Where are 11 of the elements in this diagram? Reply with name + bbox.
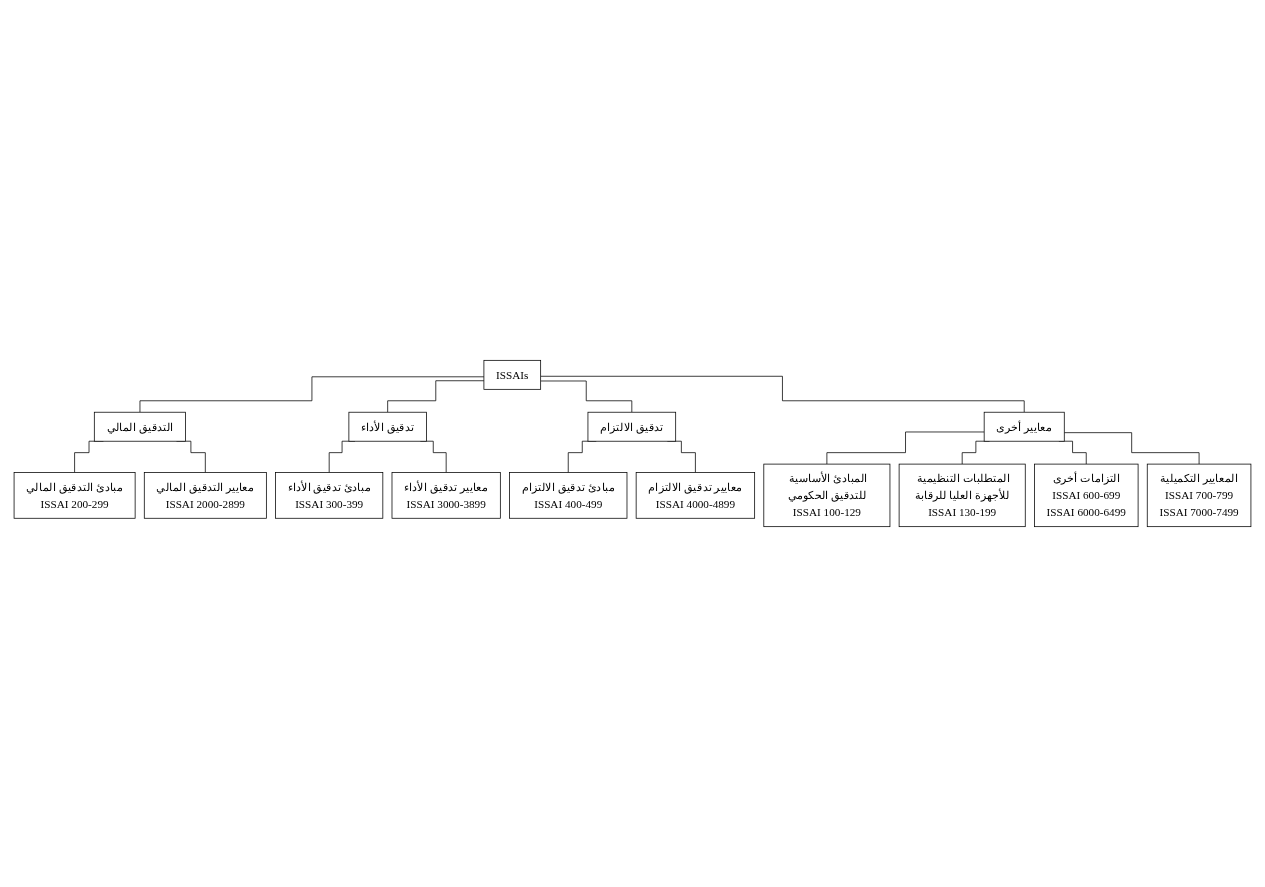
connector: [1063, 432, 1200, 465]
node-box: معايير أخرى: [983, 411, 1065, 442]
connector: [540, 375, 1025, 413]
node-box: التدقيق المالي: [93, 411, 186, 442]
connector: [387, 380, 485, 413]
node-box: تدقيق الأداء: [348, 411, 427, 442]
connector: [540, 380, 633, 413]
node-box: تدقيق الالتزام: [587, 411, 677, 442]
node-box: ISSAIs: [483, 359, 542, 390]
connector: [826, 431, 985, 465]
connector: [139, 376, 485, 413]
